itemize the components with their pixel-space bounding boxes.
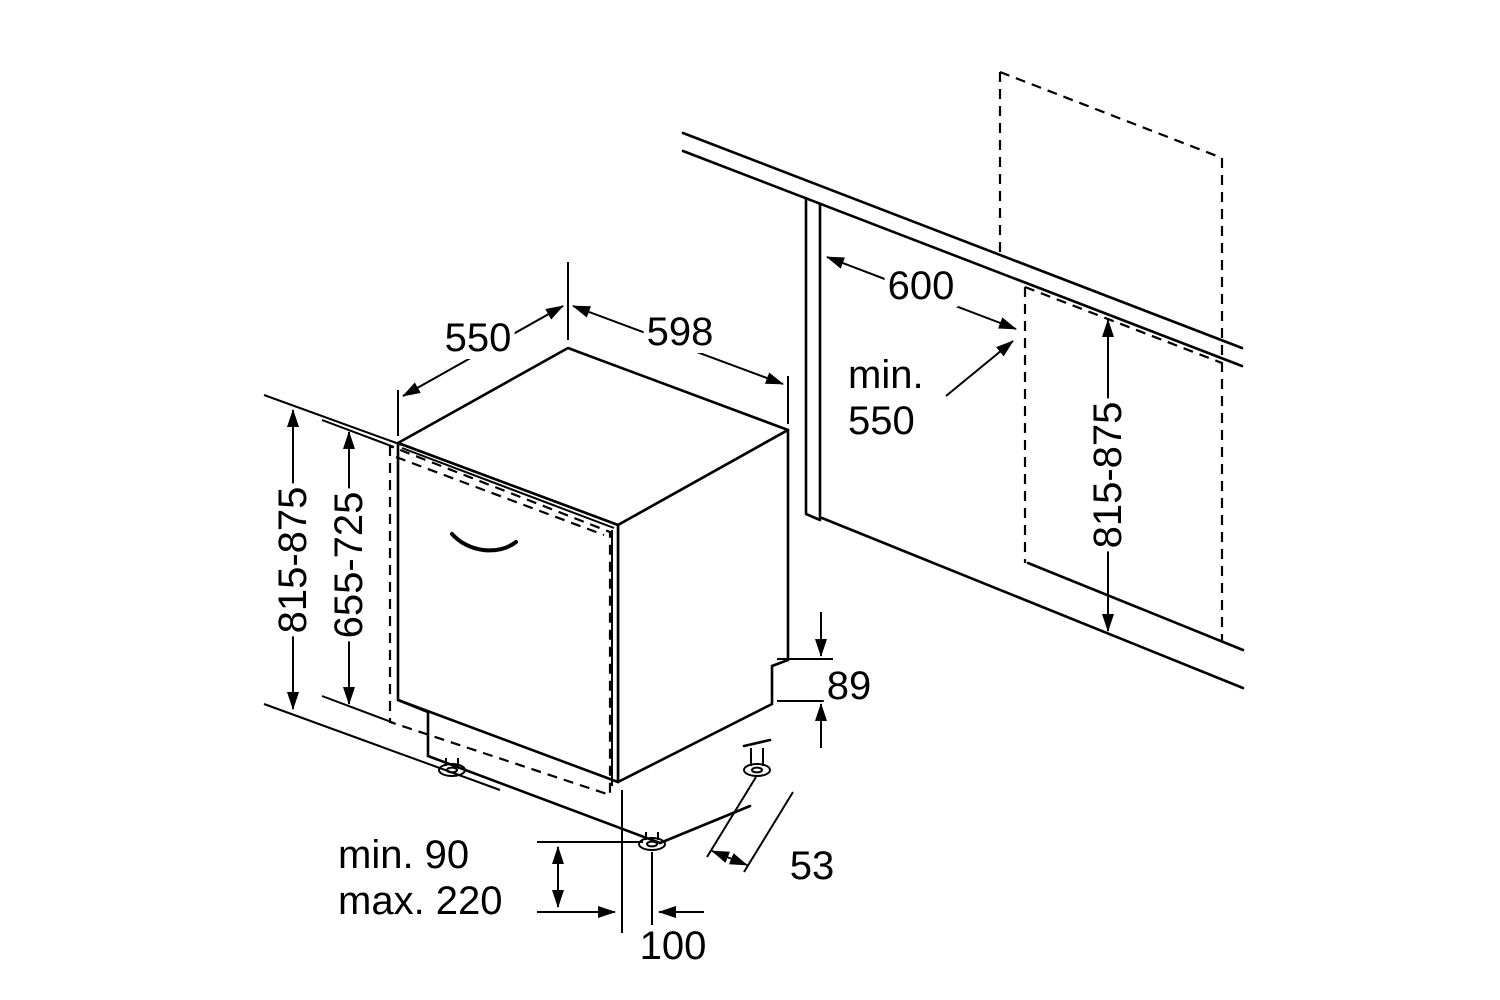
dim-label-appliance-width: 598 [643,311,717,353]
dim-label-foot-adjust: min. 90 max. 220 [338,832,503,925]
dim-label-niche-height: 815-875 [1086,398,1130,552]
niche-side-panel [804,196,822,522]
door-handle [450,532,518,553]
dim-side-base-offset [706,776,794,873]
worktop [681,131,1244,368]
dim-label-door-panel-height: 655-725 [327,488,371,642]
dim-rear-base-height [777,612,833,748]
dim-label-plinth-recess: 100 [636,925,710,967]
dim-label-rear-base-height: 89 [823,665,875,707]
niche-floor [820,516,1245,690]
dim-label-foot-adjust-max: max. 220 [338,879,503,924]
dim-label-appliance-height: 815-875 [271,483,315,637]
dim-label-foot-adjust-min: min. 90 [338,833,470,877]
dim-foot-adjust [537,841,643,908]
dim-label-niche-depth: min. 550 [848,352,924,445]
dim-plinth-recess [537,790,704,933]
niche-dashed-outline [998,70,1224,642]
dim-niche-depth-leader [945,340,1014,397]
dim-label-side-base-offset: 53 [786,845,838,887]
dishwasher-door-face [396,441,620,784]
dishwasher-body [388,346,790,851]
dim-label-niche-depth-line1: min. [848,353,924,397]
dim-label-niche-width: 600 [884,265,958,307]
dim-label-niche-depth-line2: 550 [848,399,915,444]
dim-label-appliance-depth: 550 [441,317,515,359]
